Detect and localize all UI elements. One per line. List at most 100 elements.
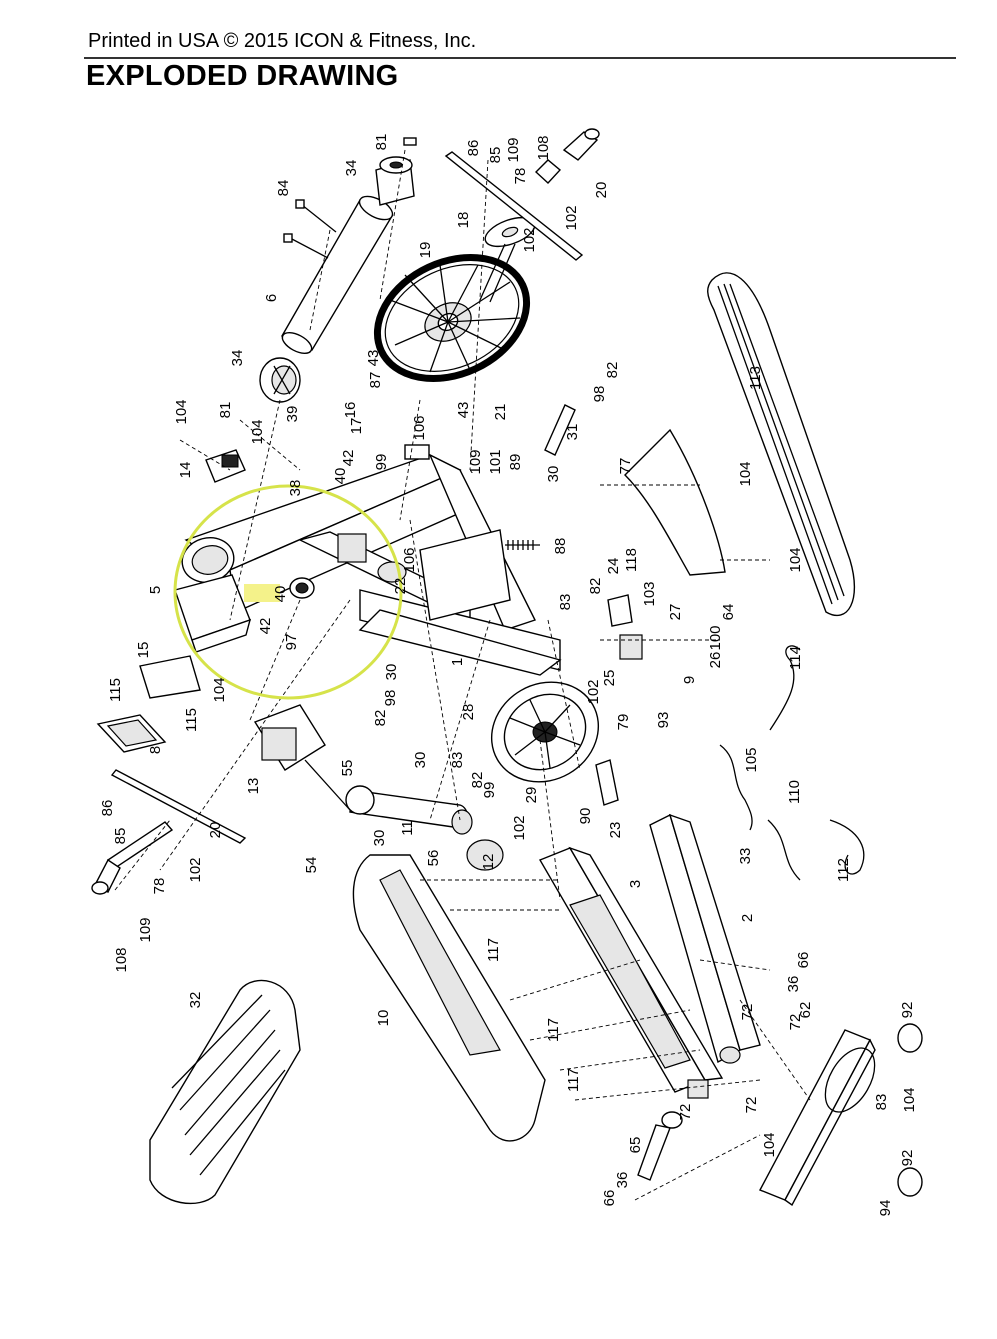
part-number-label: 5 [147,586,164,594]
part-number-label: 104 [901,1087,918,1112]
part-number-label: 109 [505,137,522,162]
part-number-label: 36 [785,976,802,993]
console-bracket-14-part [205,449,246,483]
part-number-label: 62 [797,1002,814,1019]
part-number-label: 99 [481,782,498,799]
part-number-label: 110 [786,780,803,804]
part-number-label: 106 [411,415,428,440]
wire-110-part [767,819,801,881]
part-number-label: 72 [743,1097,760,1114]
part-number-label: 102 [511,815,528,840]
part-number-label: 81 [217,402,234,419]
part-number-label: 43 [455,402,472,419]
bolt-81-part [403,137,417,146]
part-number-label: 115 [107,678,124,702]
part-number-label: 3 [627,880,644,888]
pedal-32-part [149,979,301,1205]
highlight-label-box [244,584,280,602]
part-number-label: 94 [877,1200,894,1217]
part-number-label: 30 [383,664,400,681]
header-rule [84,57,956,59]
part-number-label: 104 [249,419,266,444]
part-number-label: 72 [677,1104,694,1121]
part-number-label: 117 [565,1068,582,1092]
part-number-label: 85 [112,828,129,845]
part-number-label: 29 [523,787,540,804]
part-number-label: 103 [641,581,658,606]
part-number-label: 104 [737,461,754,486]
top-roller-part [375,156,415,206]
part-number-label: 92 [899,1150,916,1167]
axle-31-part [544,404,576,456]
part-number-label: 97 [283,634,300,651]
part-number-label: 105 [743,747,760,772]
part-number-label: 102 [585,679,602,704]
part-number-label: 102 [187,857,204,882]
part-number-label: 118 [623,548,640,572]
part-number-label: 84 [275,180,292,197]
wire-114-part [769,645,801,731]
part-number-label: 26 [707,652,724,669]
part-number-label: 20 [593,182,610,199]
console-8-part [96,714,167,753]
printed-line: Printed in USA © 2015 ICON & Fitness, In… [88,30,477,52]
part-number-label: 106 [401,547,418,572]
part-number-label: 72 [739,1004,756,1021]
part-number-label: 24 [605,558,622,575]
part-number-label: 93 [655,712,672,729]
part-number-label: 66 [601,1190,618,1207]
part-number-label: 117 [545,1018,562,1042]
part-number-label: 102 [521,227,538,252]
lower-roller-part [259,357,301,403]
part-number-label: 104 [787,547,804,572]
part-number-label: 87 [367,372,384,389]
motor-13-part [253,704,351,811]
part-number-label: 100 [707,625,724,650]
plate-15-part [139,655,201,699]
part-number-label: 28 [460,704,477,721]
part-number-label: 38 [287,480,304,497]
page-title: EXPLODED DRAWING [86,60,399,92]
part-number-label: 31 [564,424,581,441]
shroud-5-part [174,574,252,653]
part-number-label: 10 [375,1010,392,1027]
part-number-label: 98 [591,386,608,403]
part-number-label: 15 [135,642,152,659]
part-number-label: 101 [487,449,504,474]
part-number-label: 104 [211,677,228,702]
rail-2-part [649,813,761,1064]
part-number-label: 109 [137,917,154,942]
part-number-label: 89 [507,454,524,471]
part-number-label: 34 [343,160,360,177]
part-number-label: 40 [332,468,349,485]
part-number-label: 6 [263,294,280,302]
part-number-label: 82 [604,362,621,379]
part-number-label: 40 [272,586,289,603]
flywheel-hub-part [479,216,536,303]
part-number-label: 64 [720,604,737,621]
stabilizer-62-part [759,1029,876,1207]
bolts-84-part [283,199,337,259]
upright-tube-part [281,195,394,355]
part-number-label: 23 [607,822,624,839]
part-number-label: 30 [371,830,388,847]
part-number-label: 33 [737,848,754,865]
part-number-label: 78 [512,168,529,185]
part-number-label: 12 [480,854,497,871]
wire-105-part [719,744,753,831]
part-number-label: 92 [899,1002,916,1019]
part-number-label: 9 [681,676,698,684]
part-number-label: 34 [229,350,246,367]
part-number-label: 83 [449,752,466,769]
highlight-circle [173,484,403,700]
part-number-label: 43 [365,350,382,367]
part-number-label: 104 [173,399,190,424]
part-number-label: 77 [617,458,634,475]
part-number-label: 88 [552,538,569,555]
part-number-label: 42 [257,618,274,635]
part-number-label: 109 [467,449,484,474]
crank-11-part [345,785,473,835]
drive-belt-part [707,272,855,617]
part-number-label: 42 [340,450,357,467]
